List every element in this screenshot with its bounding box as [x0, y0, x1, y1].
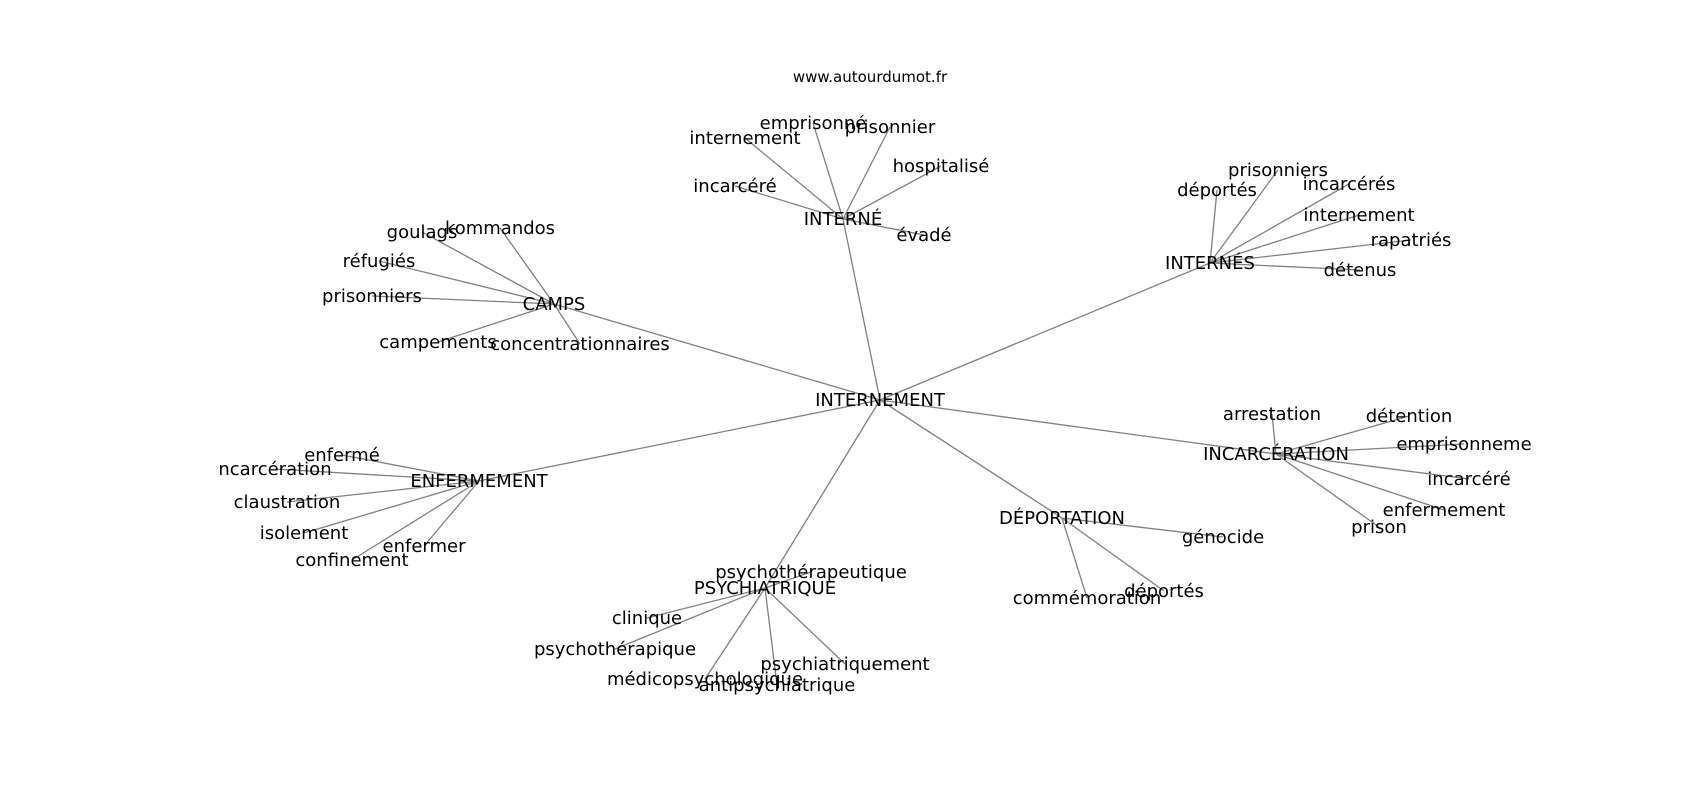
edge-deportation-commemoration [1061, 517, 1088, 599]
word-node-ncarceration: ncarcération [218, 459, 331, 480]
edge-internes-detenus [1209, 262, 1361, 271]
word-node-commemoration: commémoration [1013, 588, 1162, 609]
edge-enfermement-ncarceration [274, 468, 480, 482]
edge-interne-evade [842, 218, 925, 236]
edge-deportation-deportes [1061, 517, 1165, 592]
edge-interne-internement [744, 137, 844, 220]
edge-psychiatrique-psychiatriquement [764, 587, 846, 665]
edge-incarceration-arrestation [1271, 413, 1277, 455]
edge-incarceration-detention [1275, 415, 1410, 455]
word-node-refugies: réfugiés [343, 251, 416, 272]
edge-camps-prisonniers [371, 295, 555, 305]
word-node-concentrationnaires: concentrationnaires [490, 334, 670, 355]
edge-enfermement-claustration [286, 480, 480, 503]
edge-root-internes [879, 262, 1211, 401]
word-node-kommandos: kommandos [445, 218, 555, 239]
edge-internes-prisonniers [1209, 169, 1279, 264]
word-node-psychotherapeutique: psychothérapeutique [715, 562, 907, 583]
edge-interne-incarcere [734, 185, 844, 220]
word-node-arrestation: arrestation [1223, 404, 1321, 425]
word-node-detenus: détenus [1324, 260, 1397, 281]
edge-incarceration-emprisonneme [1275, 443, 1465, 455]
edge-camps-kommandos [499, 227, 555, 305]
edge-internes-deportes [1209, 189, 1218, 264]
word-node-prison: prison [1351, 517, 1407, 538]
edge-root-enfermement [478, 399, 881, 482]
edge-root-interne [842, 218, 881, 401]
word-node-psychotherapique: psychothérapique [534, 639, 696, 660]
word-node-claustration: claustration [234, 492, 341, 513]
edge-root-camps [553, 303, 881, 401]
edge-psychiatrique-antipsychiatrique [764, 587, 778, 686]
edge-deportation-genocide [1061, 517, 1224, 538]
edge-interne-prisonnier [842, 126, 891, 220]
edge-incarceration-enfermement [1275, 453, 1445, 511]
word-node-deportes: déportés [1177, 180, 1257, 201]
edge-enfermement-enferme [341, 454, 480, 482]
edge-psychiatrique-medicopsychologique [704, 587, 766, 680]
edge-internes-internement [1209, 214, 1360, 264]
edge-psychiatrique-psychotherapeutique [764, 571, 812, 589]
word-node-hospitalise: hospitalisé [893, 156, 990, 177]
hub-node-camps: CAMPS [523, 294, 586, 315]
edge-psychiatrique-clinique [646, 587, 766, 619]
word-node-internement: internement [689, 128, 800, 149]
word-node-incarceres: incarcérés [1303, 174, 1396, 195]
word-node-evade: évadé [896, 225, 951, 246]
edge-internes-incarceres [1209, 183, 1350, 264]
hub-node-deportation: DÉPORTATION [999, 507, 1125, 529]
edge-camps-concentrationnaires [553, 303, 581, 345]
source-label: www.autourdumot.fr [793, 68, 948, 86]
edge-root-deportation [879, 399, 1063, 519]
word-node-internement: internement [1303, 205, 1414, 226]
hub-node-enfermement: ENFERMEMENT [410, 471, 548, 492]
graph-edges [274, 122, 1470, 686]
word-node-medicopsychologique: médicopsychologique [607, 669, 803, 690]
word-node-emprisonneme: emprisonneme [1396, 434, 1531, 455]
word-node-incarcere: incarcéré [693, 176, 776, 197]
word-node-enfermer: enfermer [383, 536, 467, 557]
word-node-detention: détention [1366, 406, 1453, 427]
edge-camps-goulags [421, 231, 555, 305]
edge-enfermement-confinement [351, 480, 480, 561]
root-node-label: INTERNEMENT [815, 390, 946, 411]
word-node-deportes: déportés [1124, 581, 1204, 602]
edge-enfermement-enfermer [423, 480, 480, 547]
edge-enfermement-isolement [303, 480, 480, 534]
edge-root-incarceration [879, 399, 1277, 455]
word-node-rapatries: rapatriés [1371, 230, 1452, 251]
word-node-confinement: confinement [295, 550, 408, 571]
edge-interne-hospitalise [842, 165, 942, 220]
edge-incarceration-incarcere [1275, 453, 1470, 480]
word-node-antipsychiatrique: antipsychiatrique [699, 675, 856, 696]
graph-labels: www.autourdumot.fr INTERNEMENT INTERNÉ emp… [218, 68, 1531, 696]
hub-node-internes: INTERNÉS [1165, 252, 1255, 274]
word-node-psychiatriquement: psychiatriquement [760, 654, 929, 675]
hub-node-interne: INTERNÉ [804, 208, 883, 230]
edge-internes-rapatries [1209, 239, 1412, 264]
word-node-incarcere: incarcéré [1427, 469, 1510, 490]
word-node-prisonniers: prisonniers [1228, 160, 1328, 181]
word-node-campements: campements [379, 332, 496, 353]
word-node-prisonnier: prisonnier [845, 117, 936, 138]
word-node-isolement: isolement [260, 523, 349, 544]
word-node-emprisonne: emprisonné [760, 113, 867, 134]
word-node-enfermement: enfermement [1383, 500, 1506, 521]
edge-camps-campements [437, 303, 555, 343]
edge-incarceration-prison [1275, 453, 1380, 528]
word-node-clinique: clinique [612, 608, 682, 629]
edge-psychiatrique-psychotherapique [614, 587, 766, 650]
word-node-goulags: goulags [387, 222, 458, 243]
edge-interne-emprisonne [812, 122, 844, 220]
hub-node-psychiatrique: PSYCHIATRIQUE [694, 578, 836, 599]
edge-root-psychiatrique [764, 399, 881, 589]
word-node-enferme: enfermé [304, 445, 380, 466]
edge-camps-refugies [378, 260, 555, 305]
word-node-prisonniers: prisonniers [322, 286, 422, 307]
hub-node-incarceration: INCARCÉRATION [1203, 443, 1349, 465]
word-node-genocide: génocide [1182, 527, 1264, 548]
